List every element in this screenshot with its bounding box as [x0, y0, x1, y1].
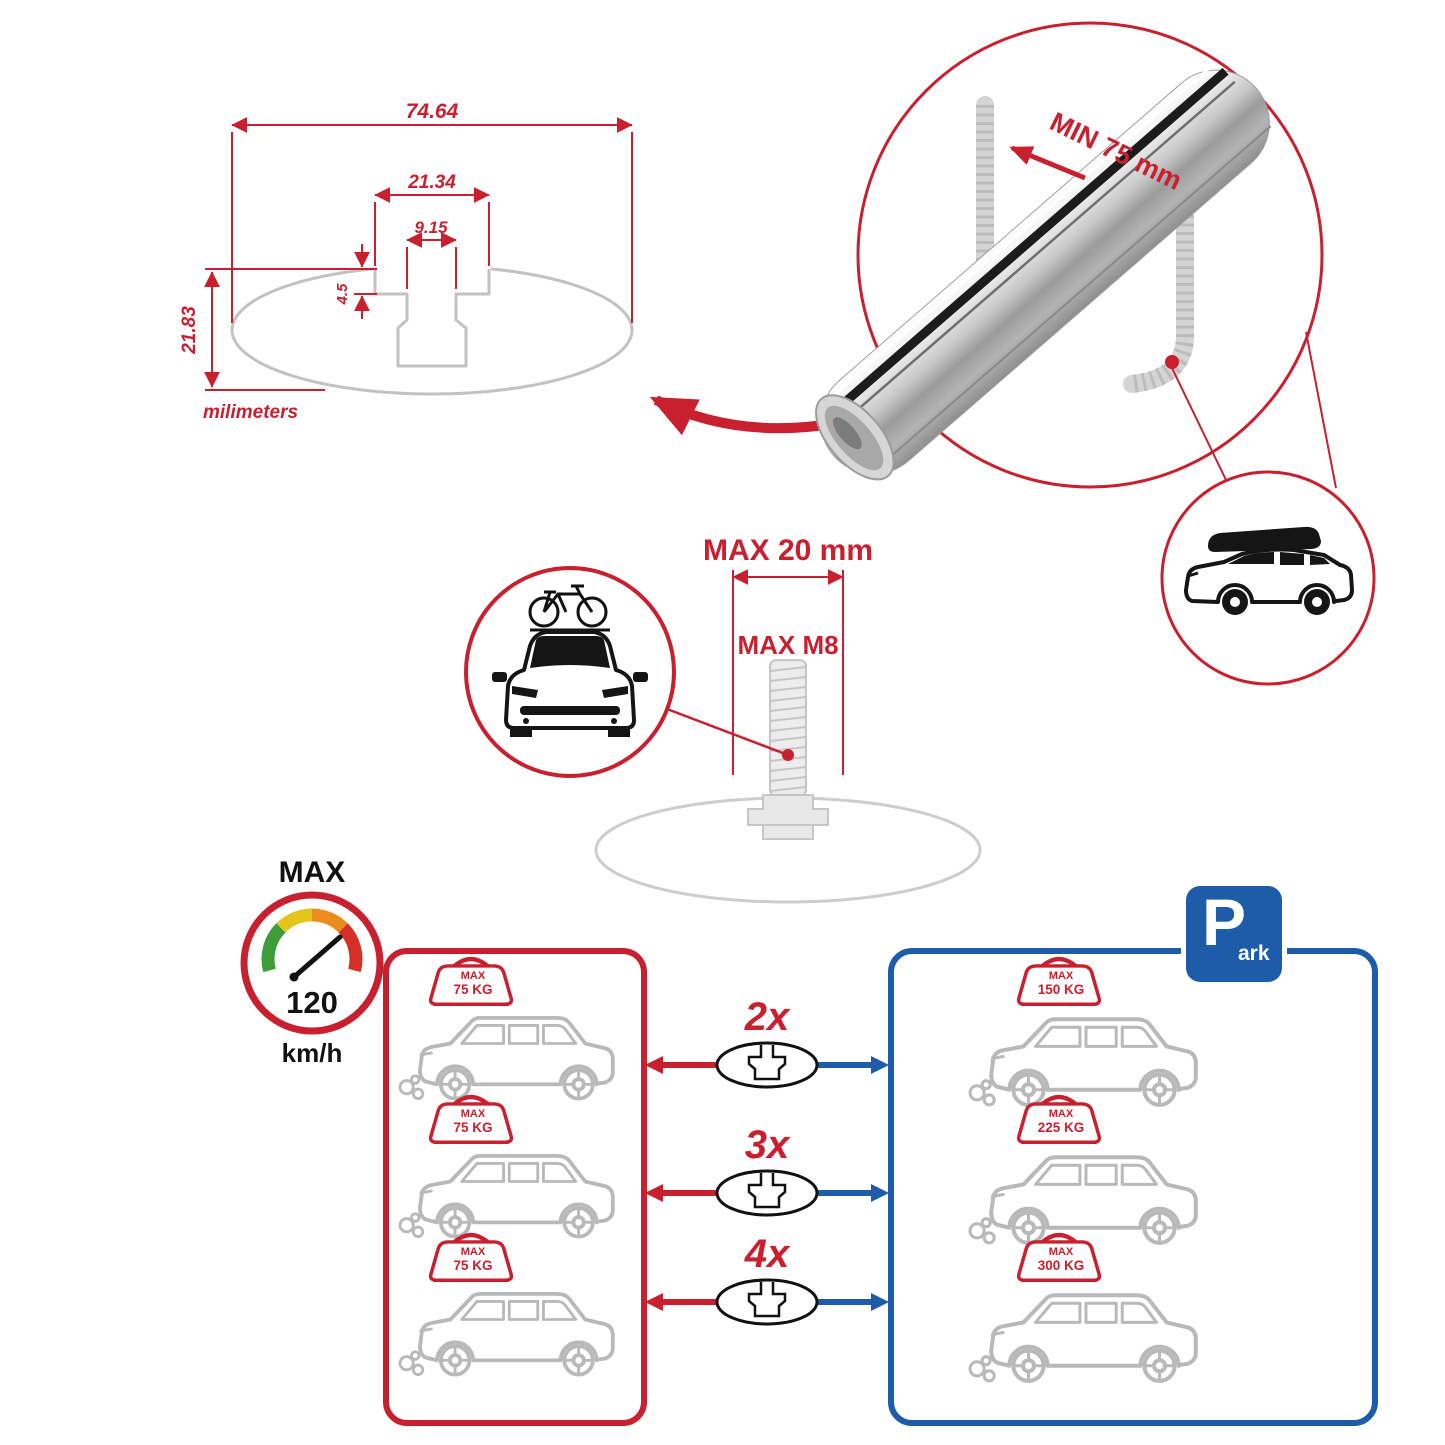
dim-channel-depth: 4.5: [334, 283, 351, 306]
dimension-lines: [204, 117, 633, 391]
speed-value: 120: [286, 985, 338, 1020]
bar-count-3x: 3x: [744, 1123, 790, 1167]
load-badge: MAX 75 KG: [453, 1108, 493, 1136]
max-width-label: MAX 20 mm: [703, 534, 873, 567]
bolt-dimension-lines: [732, 569, 844, 775]
gauge-needle: [291, 934, 343, 980]
detail-dot: [1165, 355, 1179, 369]
threaded-bolt: [747, 659, 829, 840]
parked-car-3: MAX 300 KG: [965, 1228, 1210, 1388]
cross-section-diagram: 74.64 21.34 9.15 4.5 21.83 milimeters: [179, 100, 634, 423]
driving-car-3: MAX 75 KG: [393, 1228, 638, 1388]
suv-icon: [965, 1272, 1217, 1393]
crossbar-profile-outline: [230, 262, 634, 396]
crossbar-detail-callout: MIN 75 mm: [811, 21, 1376, 686]
park-sign-letter: P: [1202, 885, 1247, 959]
arrow-row-2x: [645, 1041, 889, 1089]
bar-count-4x: 4x: [744, 1232, 790, 1276]
bar-count-2x: 2x: [744, 995, 790, 1039]
suv-icon: [395, 1272, 633, 1386]
load-badge: MAX 150 KG: [1037, 970, 1085, 998]
dim-total-width: 74.64: [406, 100, 459, 123]
dim-channel-inner: 9.15: [414, 218, 448, 237]
bolt-detail: MAX 20 mm MAX M8: [464, 534, 982, 904]
pointer-line: [666, 707, 789, 757]
aluminum-crossbar: [811, 61, 1272, 481]
speed-gauge: 120: [240, 891, 384, 1035]
parked-load-box: [888, 948, 1378, 1426]
speed-max-title: MAX: [278, 856, 346, 889]
gauge-arc: [261, 908, 363, 973]
dim-total-height: 21.83: [179, 306, 200, 355]
arrow-row-3x: [645, 1169, 889, 1217]
car-front-with-bike: [492, 584, 648, 737]
load-badge: MAX 75 KG: [453, 1246, 493, 1274]
load-badge: MAX 75 KG: [453, 970, 493, 998]
driving-car-1: MAX 75 KG: [393, 952, 638, 1112]
driving-car-2: MAX 75 KG: [393, 1090, 638, 1250]
parked-car-2: MAX 225 KG: [965, 1090, 1210, 1250]
park-sign-suffix: ark: [1238, 942, 1270, 965]
arrow-row-4x: [645, 1278, 889, 1326]
dim-channel-outer: 21.34: [407, 172, 456, 193]
speed-unit: km/h: [281, 1038, 343, 1068]
load-badge: MAX 300 KG: [1037, 1246, 1085, 1274]
load-badge: MAX 225 KG: [1037, 1108, 1085, 1136]
unit-label: milimeters: [203, 402, 298, 423]
suv-with-roofbox: [1184, 526, 1354, 615]
pointer-dot: [782, 749, 794, 761]
roof-box: [1208, 526, 1321, 552]
driving-load-box: [383, 948, 647, 1426]
callout-lines: [1171, 331, 1337, 489]
max-thread-label: MAX M8: [737, 630, 838, 660]
park-sign: P ark: [1186, 885, 1282, 982]
min-clearance-arrow: [1009, 145, 1086, 181]
parked-car-1: MAX 150 KG: [965, 952, 1210, 1112]
